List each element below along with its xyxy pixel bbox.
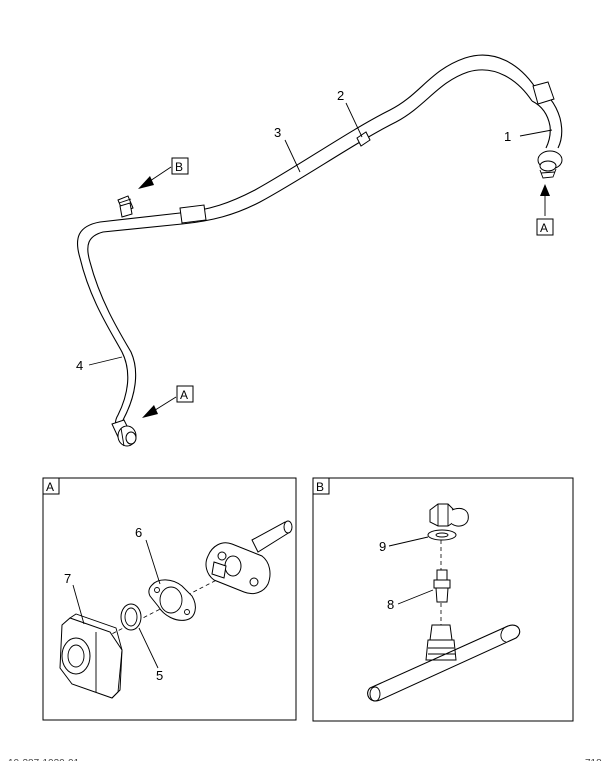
flange-fitting xyxy=(205,520,293,595)
fuel-tube-assembly xyxy=(76,54,563,447)
view-ref-a-left-label: A xyxy=(180,388,188,402)
bleed-fitting xyxy=(117,195,134,218)
tube-3-sleeve xyxy=(179,204,207,224)
cover-housing xyxy=(59,613,123,699)
callout-7: 7 xyxy=(64,571,71,586)
tube-outer-line xyxy=(76,54,536,437)
panel-b-label: B xyxy=(316,480,324,494)
view-ref-a-right-label: A xyxy=(540,221,548,235)
callout-4: 4 xyxy=(76,358,83,373)
port-fitting xyxy=(425,624,457,661)
reference-arrows xyxy=(138,166,550,418)
bleed-screw-cap xyxy=(427,503,469,541)
tube-1-sleeve xyxy=(532,81,555,105)
tube-clip xyxy=(356,131,371,147)
tube-inner-line xyxy=(87,69,533,439)
leader-lines xyxy=(88,102,553,366)
right-end-fitting xyxy=(537,150,563,179)
callout-9: 9 xyxy=(379,539,386,554)
o-ring xyxy=(120,603,142,631)
view-ref-b-label: B xyxy=(175,160,183,174)
detail-panel-b: B xyxy=(312,477,574,722)
fuel-rail-tube xyxy=(367,624,521,702)
page-code: 718 xyxy=(585,758,602,761)
view-ref-a-right: A xyxy=(536,218,554,236)
callout-6: 6 xyxy=(135,525,142,540)
callout-3: 3 xyxy=(274,125,281,140)
view-ref-a-left: A xyxy=(176,385,194,403)
callout-8: 8 xyxy=(387,597,394,612)
drawing-number: 10-387-1030-01 xyxy=(8,758,80,761)
bleed-valve xyxy=(433,569,451,603)
view-ref-b: B xyxy=(171,157,189,175)
detail-panel-a: A xyxy=(42,477,297,721)
callout-1: 1 xyxy=(504,129,511,144)
tube-1-inner xyxy=(531,100,551,149)
callout-5: 5 xyxy=(156,668,163,683)
flange-gasket xyxy=(148,579,196,621)
left-end-fitting xyxy=(111,419,137,447)
callout-2: 2 xyxy=(337,88,344,103)
panel-a-label: A xyxy=(46,480,54,494)
